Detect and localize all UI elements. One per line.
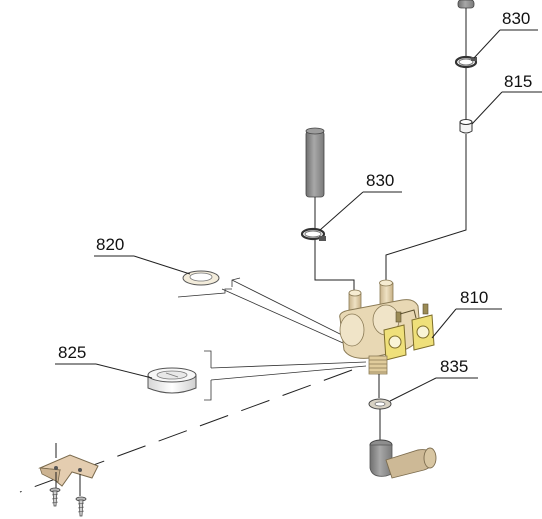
water-valve-810 — [339, 279, 435, 375]
label-810: 810 — [460, 288, 488, 307]
dashed-axis — [19, 369, 353, 493]
leader-axis-left-inlet — [314, 240, 355, 292]
label-820: 820 — [96, 235, 124, 254]
flow-restrictor-815 — [459, 119, 473, 134]
label-835: 835 — [440, 357, 468, 376]
hose-clamp-top — [454, 55, 478, 69]
filter-cap-825 — [147, 367, 197, 394]
label-815: 815 — [504, 72, 532, 91]
upper-hose-stub — [457, 0, 475, 9]
screw-left — [49, 487, 61, 507]
mounting-bracket — [38, 454, 99, 487]
inlet-hose-left — [305, 127, 325, 198]
screw-right — [75, 496, 87, 517]
label-825: 825 — [58, 343, 86, 362]
hose-clamp-mid — [300, 227, 326, 241]
outlet-elbow-hose — [369, 439, 437, 479]
leader-axis-right-inlet — [385, 134, 467, 282]
label-830-top: 830 — [502, 9, 530, 28]
washer-820 — [182, 270, 220, 286]
washer-835 — [368, 398, 392, 410]
label-830-mid: 830 — [366, 171, 394, 190]
